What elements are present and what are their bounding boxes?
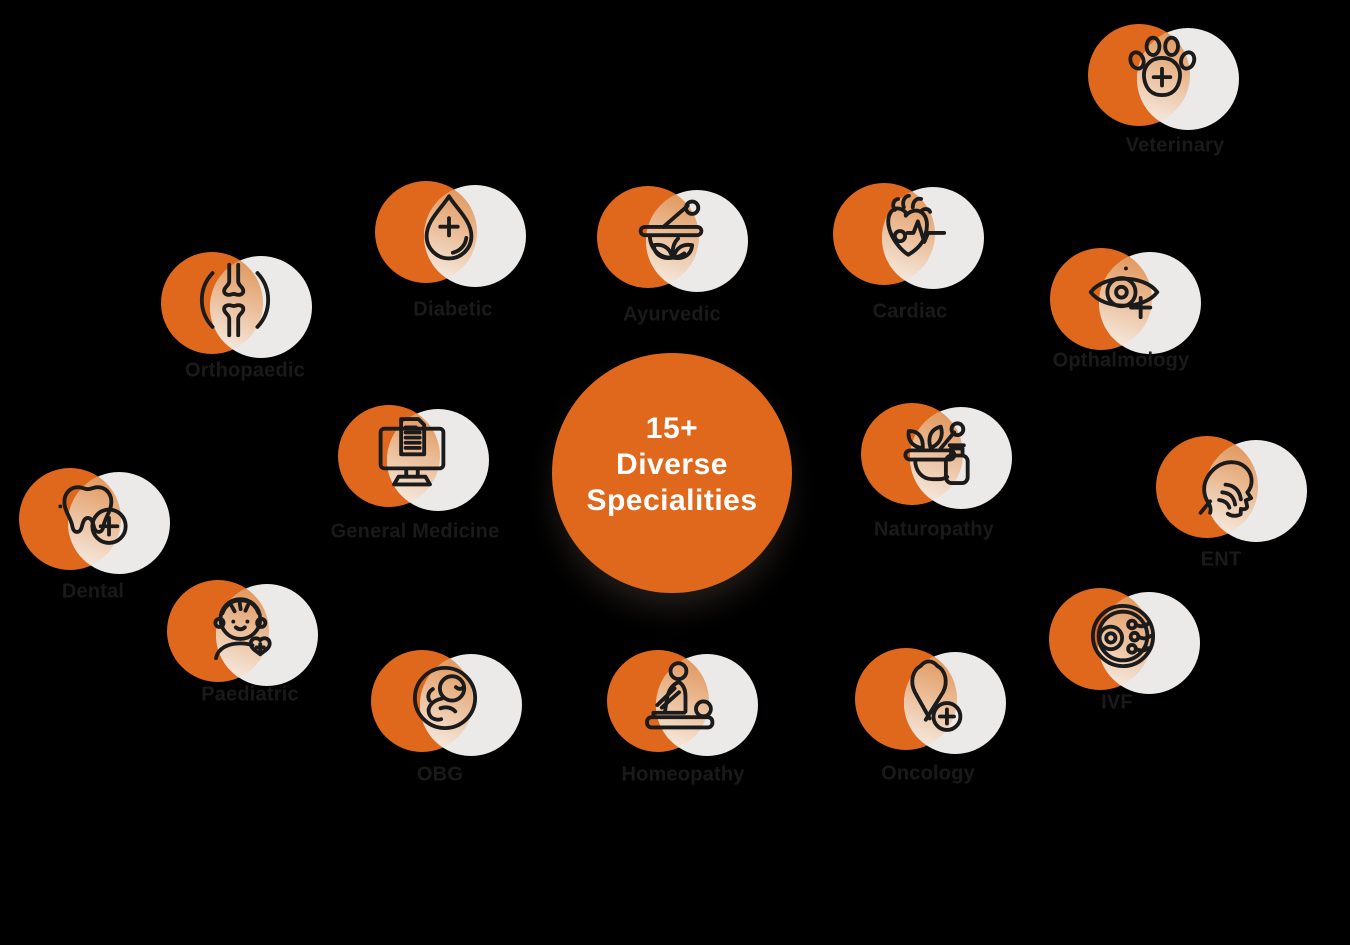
center-title-line2: Diverse xyxy=(616,448,728,481)
drop-cross-icon xyxy=(424,194,474,261)
eye-cross-icon xyxy=(1088,266,1160,320)
specialty-label-ent: ENT xyxy=(1200,548,1242,571)
paw-cross-icon xyxy=(1128,35,1197,97)
specialty-badge-cardiac xyxy=(833,179,985,291)
specialty-badge-orthopaedic xyxy=(161,248,313,360)
physio-massage-icon xyxy=(645,661,715,730)
ribbon-cross-icon xyxy=(910,659,963,732)
specialty-label-naturopathy: Naturopathy xyxy=(874,518,994,541)
specialty-label-obg: OBG xyxy=(416,763,464,786)
specialty-label-dental: Dental xyxy=(61,580,125,603)
specialty-label-ayurvedic: Ayurvedic xyxy=(623,303,721,326)
specialty-label-veterinary: Veterinary xyxy=(1125,134,1225,157)
specialty-badge-ivf xyxy=(1049,584,1201,696)
specialty-badge-naturopathy xyxy=(861,399,1013,511)
specialty-label-orthopaedic: Orthopaedic xyxy=(185,359,305,382)
specialty-label-oncology: Oncology xyxy=(881,762,975,785)
specialty-label-ivf: IVF xyxy=(1101,691,1133,714)
monitor-doc-icon xyxy=(378,417,446,487)
specialty-label-paediatric: Paediatric xyxy=(201,683,299,706)
badge-circles xyxy=(855,648,1006,754)
specialty-badge-oncology xyxy=(855,644,1007,756)
child-heart-icon xyxy=(213,597,272,661)
specialty-label-cardiac: Cardiac xyxy=(872,300,948,323)
specialty-badge-veterinary xyxy=(1088,20,1240,132)
bone-joint-icon xyxy=(199,262,271,338)
specialty-label-homeopathy: Homeopathy xyxy=(621,763,745,786)
center-title-line1: 15+ xyxy=(645,412,699,445)
specialty-badge-ayurvedic xyxy=(597,182,749,294)
center-circle: 15+ Diverse Specialities xyxy=(552,353,792,593)
specialty-badge-general-medicine xyxy=(338,401,490,513)
center-title: 15+ Diverse Specialities xyxy=(586,411,757,519)
specialty-label-opthalmology: Opthalmology xyxy=(1052,349,1190,372)
specialty-label-diabetic: Diabetic xyxy=(413,298,493,321)
ovum-sperm-icon xyxy=(1090,603,1156,669)
heart-ecg-icon xyxy=(886,193,947,257)
specialty-label-general-medicine: General Medicine xyxy=(330,520,500,543)
specialty-badge-opthalmology xyxy=(1050,244,1202,356)
head-throat-icon xyxy=(1198,460,1254,518)
specialty-badge-diabetic xyxy=(375,177,527,289)
specialty-badge-dental xyxy=(19,464,171,576)
specialty-badge-obg xyxy=(371,646,523,758)
specialty-badge-ent xyxy=(1156,432,1308,544)
specialty-badge-homeopathy xyxy=(607,646,759,758)
specialty-badge-paediatric xyxy=(167,576,319,688)
mortar-pestle-icon xyxy=(638,199,704,260)
center-title-line3: Specialities xyxy=(586,484,758,517)
tooth-cross-icon xyxy=(58,485,128,545)
fetus-icon xyxy=(412,665,478,731)
herbal-pot-icon xyxy=(903,421,970,485)
